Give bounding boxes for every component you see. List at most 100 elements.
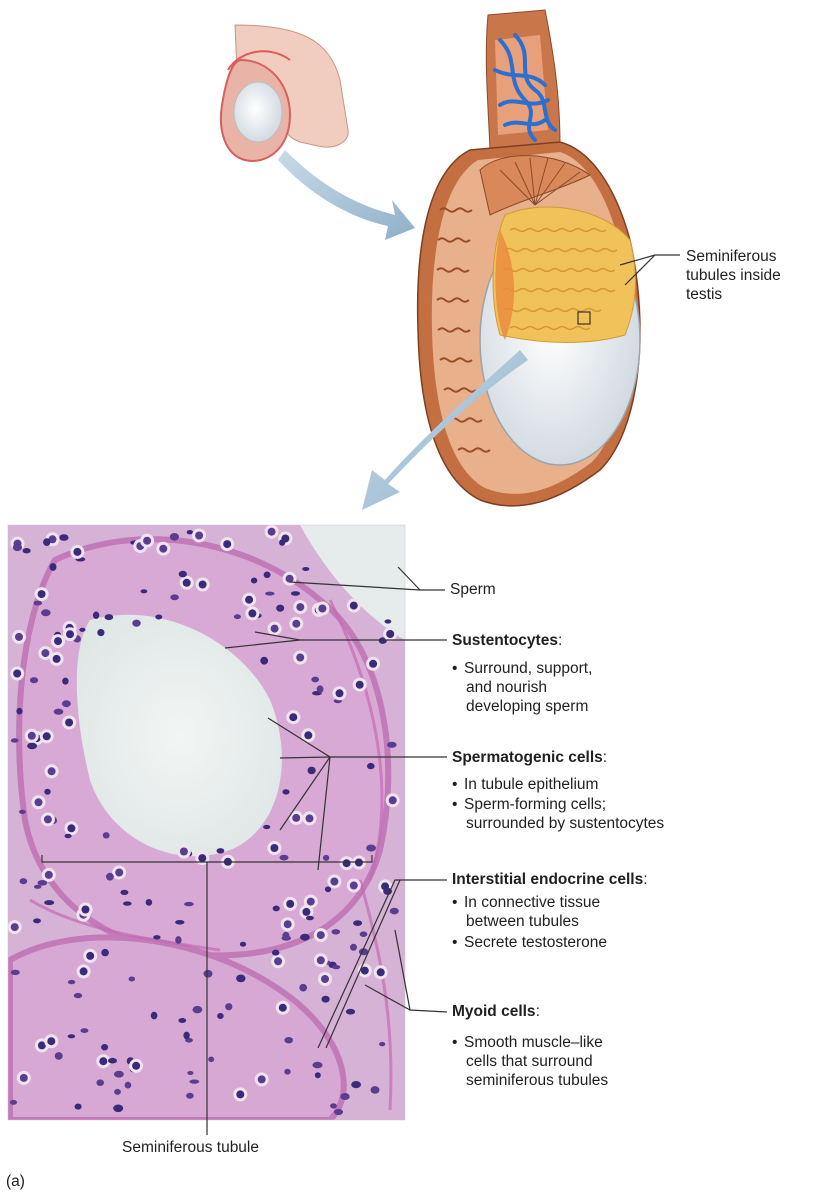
label-sperm: Sperm [450, 581, 496, 598]
cell-nucleus [186, 530, 194, 535]
cell-nucleus [359, 931, 368, 937]
cell-nucleus [305, 814, 314, 823]
cell-nucleus [159, 544, 168, 553]
cell-nucleus [192, 1005, 203, 1014]
cell-nucleus [67, 979, 76, 985]
cell-nucleus [115, 868, 124, 877]
cell-nucleus [316, 931, 325, 940]
cell-nucleus [331, 929, 341, 935]
cell-nucleus [384, 619, 392, 624]
cell-nucleus [187, 1071, 194, 1075]
cell-nucleus [387, 741, 397, 748]
cell-nucleus [292, 813, 301, 822]
body-outline-illustration [219, 24, 349, 162]
cell-nucleus [132, 619, 141, 627]
cell-nucleus [351, 1081, 361, 1089]
cell-nucleus [54, 637, 62, 646]
cell-nucleus [296, 603, 305, 612]
cell-nucleus [43, 815, 52, 824]
bullet-text: Smooth muscle–like [464, 1034, 603, 1051]
cell-nucleus [73, 992, 83, 999]
cell-nucleus [302, 567, 310, 571]
bullet-sustentocytes-1: •Surround, support, [452, 659, 592, 678]
cell-nucleus [16, 707, 23, 715]
cell-nucleus [278, 1003, 287, 1012]
cell-nucleus [19, 878, 28, 885]
cell-nucleus [43, 538, 51, 546]
cell-nucleus [282, 931, 290, 940]
cell-nucleus [302, 907, 311, 916]
cell-nucleus [59, 534, 69, 541]
bullet-glyph: • [452, 1034, 458, 1051]
cell-nucleus [217, 1013, 224, 1019]
cell-nucleus [334, 1108, 343, 1116]
cell-nucleus [198, 580, 207, 589]
label-colon: : [557, 632, 563, 649]
cell-nucleus [33, 884, 42, 889]
cell-nucleus [284, 1037, 294, 1044]
bullet-text: Secrete testosterone [464, 934, 608, 951]
bullet-spermatogenic-2: •Sperm-forming cells; [452, 795, 606, 814]
cell-nucleus [12, 543, 22, 552]
cell-nucleus [19, 1073, 28, 1082]
cell-nucleus [289, 713, 298, 722]
cell-nucleus [216, 848, 225, 854]
cell-nucleus [65, 718, 74, 727]
cell-nucleus [33, 600, 43, 606]
cell-nucleus [203, 969, 213, 978]
cell-nucleus [340, 1093, 350, 1100]
cell-nucleus [10, 1099, 17, 1105]
cell-nucleus [114, 1070, 124, 1078]
cell-nucleus [108, 1057, 117, 1064]
bullet-spermatogenic-1: •In tubule epithelium [452, 775, 598, 794]
cell-nucleus [19, 809, 26, 815]
cell-nucleus [283, 920, 292, 929]
cell-nucleus [102, 832, 110, 839]
label-line: tubules inside [686, 267, 781, 284]
cell-nucleus [123, 901, 132, 906]
cell-nucleus [285, 574, 294, 583]
cell-nucleus [67, 1034, 76, 1039]
cell-nucleus [272, 949, 280, 956]
cell-nucleus [239, 941, 247, 947]
bullet-interstitial-1: •In connective tissue [452, 893, 600, 912]
cell-nucleus [101, 948, 109, 957]
cell-nucleus [15, 632, 23, 641]
cell-nucleus [369, 659, 378, 668]
bullet-interstitial-2: •Secrete testosterone [452, 933, 607, 952]
label-seminiferous-tubule: Seminiferous tubule [122, 1139, 259, 1156]
cell-nucleus [282, 789, 290, 795]
cell-nucleus [236, 974, 246, 983]
cell-nucleus [178, 1018, 187, 1023]
cell-nucleus [128, 976, 136, 982]
cell-nucleus [263, 571, 271, 579]
cell-nucleus [10, 738, 19, 743]
cell-nucleus [270, 624, 279, 633]
cell-nucleus [79, 967, 88, 976]
cell-nucleus [342, 859, 351, 868]
cell-nucleus [113, 1104, 124, 1113]
cell-nucleus [124, 1081, 132, 1089]
cell-nucleus [257, 1075, 266, 1084]
cell-nucleus [47, 1037, 56, 1046]
cell-nucleus [208, 1056, 215, 1063]
cell-nucleus [48, 535, 57, 544]
cell-nucleus [349, 601, 358, 610]
cell-nucleus [81, 905, 90, 914]
label-title: Spermatogenic cells [452, 749, 603, 766]
bullet-continuation: developing sperm [466, 698, 589, 715]
cell-nucleus [143, 536, 152, 545]
cell-nucleus [145, 899, 153, 906]
testis-cross-section [416, 9, 641, 507]
cell-nucleus [345, 1008, 356, 1015]
cell-nucleus [236, 1090, 245, 1099]
cell-nucleus [66, 630, 74, 639]
cell-nucleus [270, 844, 279, 852]
bullet-glyph: • [452, 894, 458, 911]
bullet-glyph: • [452, 796, 458, 813]
cell-nucleus [62, 700, 71, 708]
label-line: testis [686, 286, 723, 303]
cell-nucleus [184, 901, 194, 907]
cell-nucleus [330, 1103, 337, 1109]
cell-nucleus [27, 731, 36, 740]
